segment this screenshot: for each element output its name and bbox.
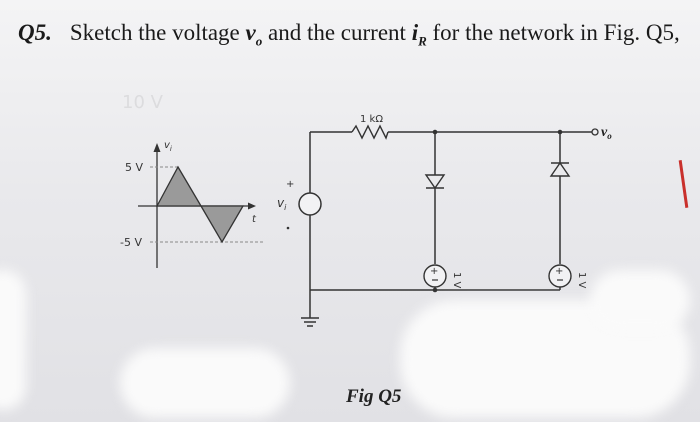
ir-variable: iR (411, 20, 427, 49)
question-text-after: for the network in Fig. Q5, (426, 20, 680, 45)
svg-text:+: + (555, 266, 563, 277)
diode-1-icon (424, 174, 446, 190)
positive-half-cycle (155, 165, 203, 207)
output-label: vo (601, 125, 612, 141)
figure-caption: Fig Q5 (346, 386, 402, 407)
positive-level-label: 5 V (125, 161, 143, 174)
waveform-axis-label: vi (164, 140, 172, 153)
battery-2-label: 1 V (576, 272, 587, 289)
white-smudge-left (0, 270, 26, 410)
vo-variable: vo (245, 20, 263, 49)
output-terminal-icon (591, 128, 599, 136)
faint-background-text: 10 V (122, 92, 164, 113)
waveform-v-axis-arrow (153, 143, 161, 152)
source-label: vi (277, 196, 287, 212)
waveform-t-axis-arrow (248, 202, 256, 210)
ac-source-icon (298, 192, 322, 216)
negative-level-label: -5 V (120, 236, 142, 249)
source-plus-sign: + (286, 179, 294, 190)
question-number: Q5. (18, 20, 52, 45)
question-text-before: Sketch the voltage (69, 20, 246, 45)
question-text-mid: and the current (262, 20, 412, 45)
diode-2-icon (549, 161, 571, 177)
circuit-schematic: 1 kΩ + vi + 1 V + (277, 114, 612, 327)
waveform-time-label: t (252, 214, 257, 225)
resistor-icon (351, 124, 389, 140)
negative-half-cycle (199, 205, 245, 244)
resistor-label: 1 kΩ (360, 114, 383, 125)
question-line: Q5. Sketch the voltage vo and the current… (18, 20, 680, 50)
battery-1-label: 1 V (451, 272, 462, 289)
white-smudge-bottom-left (120, 348, 290, 418)
svg-text:+: + (430, 266, 438, 277)
input-waveform: vi t 5 V -5 V (120, 140, 265, 268)
white-smudge-right (590, 270, 690, 330)
